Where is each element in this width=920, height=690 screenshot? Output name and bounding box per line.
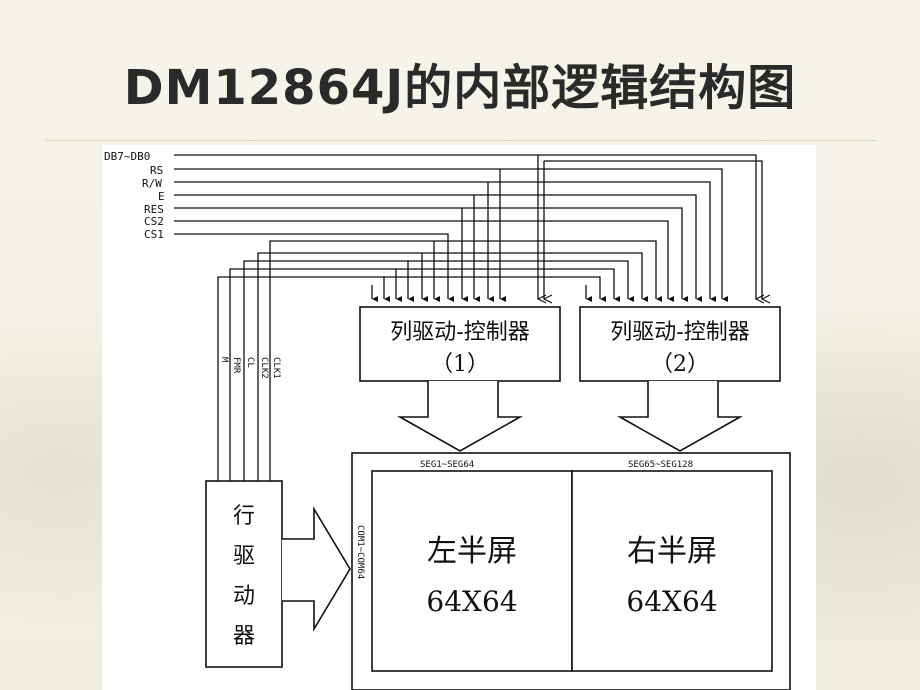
rs-line	[174, 168, 728, 302]
driver-1-output-arrow	[396, 381, 524, 452]
signal-db-bus-label: DB7~DB0	[104, 150, 150, 163]
slide-title: DM12864J的内部逻辑结构图	[123, 60, 797, 116]
signal-cs2-label: CS2	[144, 215, 164, 228]
column-driver-2-box	[579, 306, 781, 382]
left-half-screen: 左半屏 64X64	[371, 470, 573, 672]
driver-2-output-arrow	[616, 381, 744, 452]
right-half-screen: 右半屏 64X64	[571, 470, 773, 672]
column-driver-2: 列驱动-控制器 （2）	[579, 306, 781, 382]
row-driver-char-2: 驱	[233, 544, 255, 569]
right-half-name: 右半屏	[627, 534, 717, 569]
signal-wiring	[174, 154, 762, 481]
signal-res-label: RES	[144, 203, 164, 216]
left-half-screen-box	[371, 470, 573, 672]
column-driver-1: 列驱动-控制器 （1）	[359, 306, 561, 382]
column-driver-1-index: （1）	[431, 352, 489, 377]
db-bus-line-to-driver-2	[538, 154, 756, 299]
seg-left-label: SEG1~SEG64	[420, 460, 474, 470]
fmr-label: FMR	[231, 357, 241, 374]
logic-structure-diagram: DB7~DB0 RS R/W E RES CS2 CS1	[102, 145, 816, 690]
column-driver-2-name: 列驱动-控制器	[610, 320, 749, 345]
seg-right-label: SEG65~SEG128	[628, 460, 693, 470]
signal-cs1-label: CS1	[144, 228, 164, 241]
db-bus-line-to-driver-2-inner	[544, 160, 762, 299]
clk1-line	[269, 240, 662, 481]
cl-label: CL	[245, 357, 255, 368]
m-line	[217, 276, 606, 481]
signal-e-label: E	[158, 190, 165, 203]
row-driver-char-3: 动	[233, 584, 255, 609]
clk1-label: CLK1	[271, 357, 281, 379]
row-driver-char-4: 器	[233, 624, 255, 649]
title-divider	[46, 140, 876, 141]
column-driver-1-box	[359, 306, 561, 382]
column-driver-2-index: （2）	[651, 352, 709, 377]
row-driver: 行 驱 动 器	[205, 480, 283, 668]
clk2-line	[257, 252, 648, 481]
m-label: M	[219, 357, 229, 363]
clk2-label: CLK2	[259, 357, 269, 379]
left-half-name: 左半屏	[427, 534, 517, 569]
row-driver-output-arrow	[282, 506, 351, 632]
vertical-signal-labels: CLK1 CLK2 CL FMR M	[219, 357, 281, 379]
left-half-size: 64X64	[426, 585, 517, 618]
cl-line	[243, 260, 634, 481]
res-line	[174, 207, 688, 302]
right-half-size: 64X64	[626, 585, 717, 618]
right-half-screen-box	[571, 470, 773, 672]
com-label: COM1~COM64	[355, 525, 365, 579]
row-driver-box	[205, 480, 283, 668]
diagram-canvas: DB7~DB0 RS R/W E RES CS2 CS1	[104, 150, 791, 690]
rw-line	[174, 181, 716, 302]
cs1-line	[174, 233, 454, 302]
signal-rs-label: RS	[150, 164, 163, 177]
column-driver-1-name: 列驱动-控制器	[390, 320, 529, 345]
signal-rw-label: R/W	[142, 177, 162, 190]
e-line	[174, 194, 702, 302]
signal-labels: DB7~DB0 RS R/W E RES CS2 CS1	[104, 150, 165, 241]
cs2-line	[174, 220, 674, 302]
fmr-line	[229, 268, 620, 481]
row-driver-char-1: 行	[233, 504, 255, 529]
